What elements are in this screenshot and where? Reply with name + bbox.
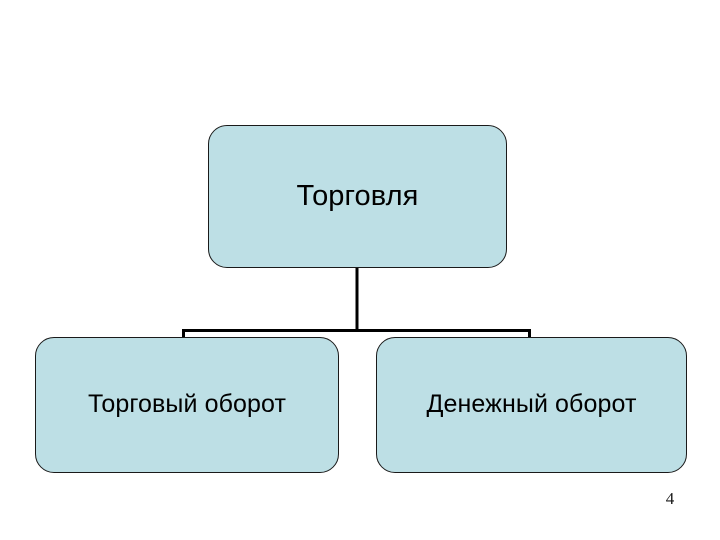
page-number: 4 — [665, 489, 675, 508]
diagram-node-money-turnover-label: Денежный оборот — [426, 389, 637, 418]
diagram-node-money-turnover[interactable]: Денежный оборот — [376, 337, 687, 473]
diagram-node-root-label: Торговля — [296, 180, 419, 213]
diagram-node-trade-turnover-label: Торговый оборот — [87, 389, 287, 418]
diagram-node-trade-turnover[interactable]: Торговый оборот — [35, 337, 339, 473]
diagram-node-root[interactable]: Торговля — [208, 125, 507, 268]
